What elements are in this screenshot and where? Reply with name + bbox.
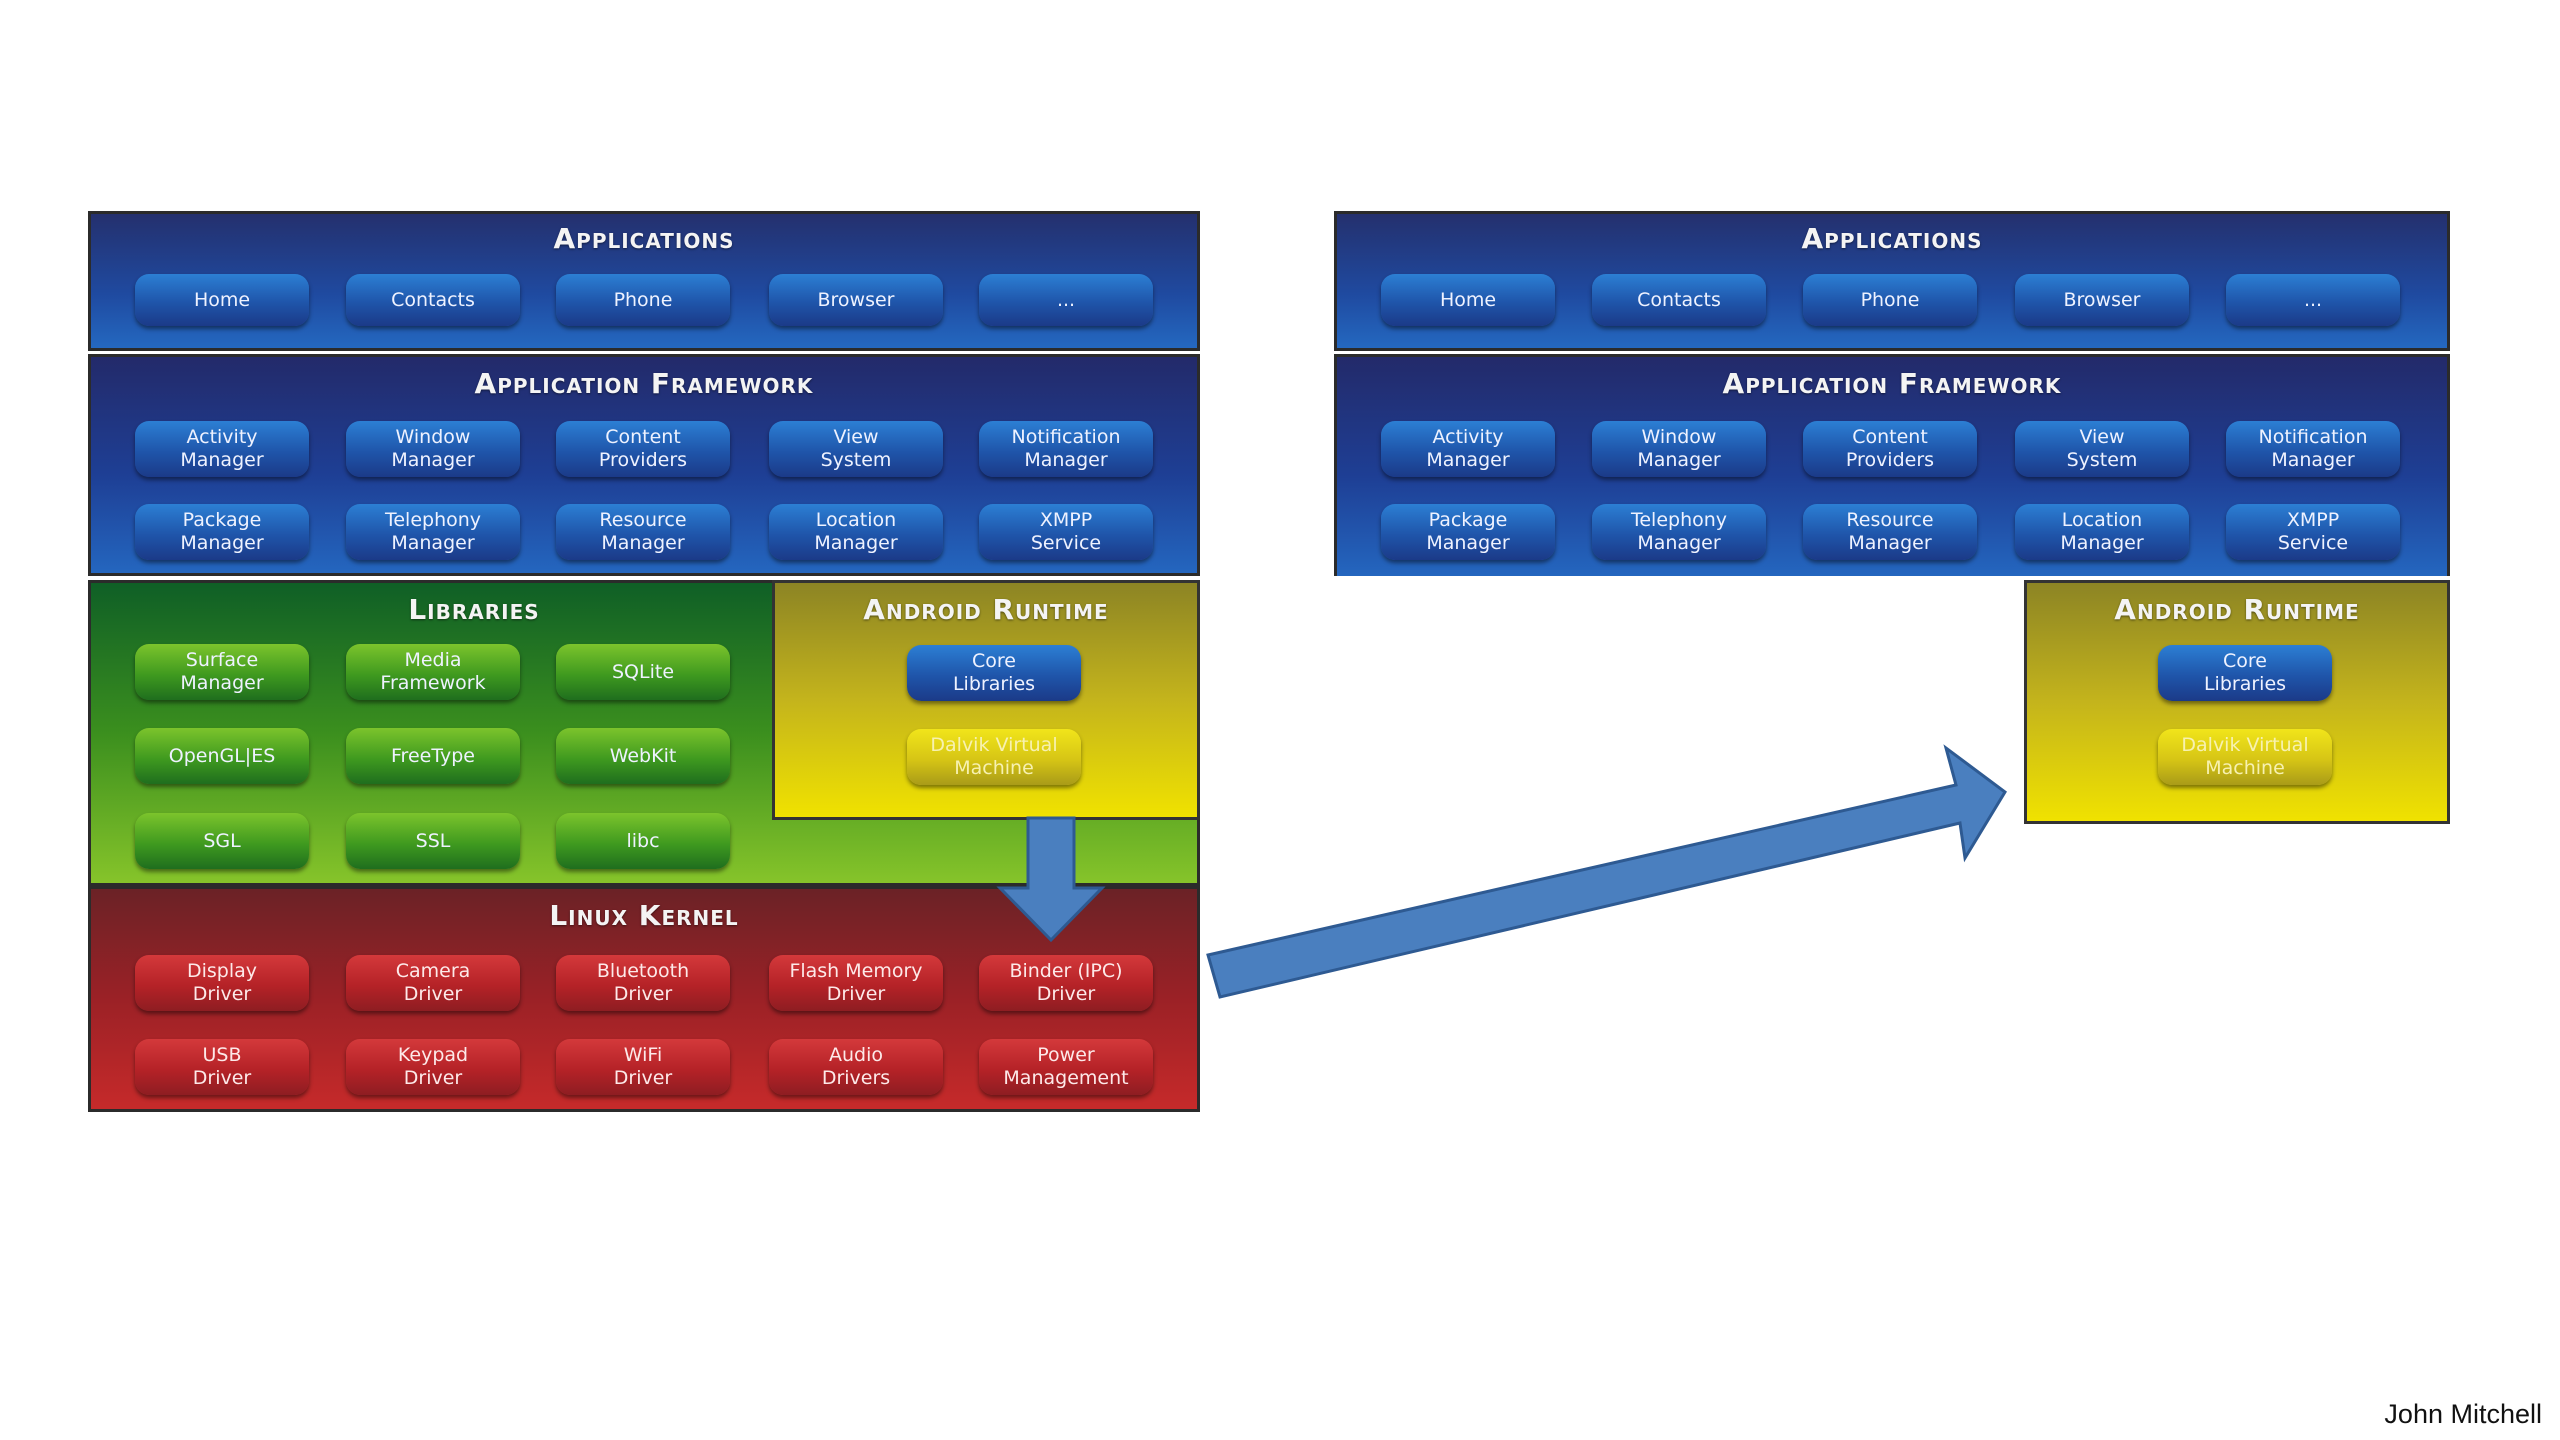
left-libraries-title: Libraries [408,593,540,626]
right-fw-content-providers[interactable]: Content Providers [1803,421,1977,477]
fw-xmpp-service[interactable]: XMPP Service [979,504,1153,560]
right-fw-notification-manager[interactable]: Notification Manager [2226,421,2400,477]
fw-notification-manager[interactable]: Notification Manager [979,421,1153,477]
right-fw-location-manager[interactable]: Location Manager [2015,504,2189,560]
kn-camera-driver[interactable]: Camera Driver [346,955,520,1011]
right-framework-layer: Application Framework Activity Manager W… [1334,354,2450,576]
lib-media-framework[interactable]: Media Framework [346,644,520,700]
left-kernel-layer: Linux Kernel Display Driver Camera Drive… [88,886,1200,1112]
lib-webkit[interactable]: WebKit [556,728,730,784]
right-app-contacts[interactable]: Contacts [1592,274,1766,326]
right-app-more[interactable]: ... [2226,274,2400,326]
app-phone[interactable]: Phone [556,274,730,326]
kn-flash-memory-driver[interactable]: Flash Memory Driver [769,955,943,1011]
right-applications-layer: Applications Home Contacts Phone Browser… [1334,211,2450,351]
left-framework-title: Application Framework [474,367,814,400]
lib-sqlite[interactable]: SQLite [556,644,730,700]
rt-core-libraries[interactable]: Core Libraries [907,645,1081,701]
fw-location-manager[interactable]: Location Manager [769,504,943,560]
app-browser[interactable]: Browser [769,274,943,326]
left-kernel-title: Linux Kernel [549,899,739,932]
author-name: John Mitchell [2384,1399,2542,1429]
app-contacts[interactable]: Contacts [346,274,520,326]
right-runtime-title: Android Runtime [2114,593,2360,626]
right-fw-resource-manager[interactable]: Resource Manager [1803,504,1977,560]
right-applications-title: Applications [1801,222,1983,255]
left-runtime-layer: Android Runtime Core Libraries Dalvik Vi… [772,580,1200,820]
right-fw-activity-manager[interactable]: Activity Manager [1381,421,1555,477]
app-more[interactable]: ... [979,274,1153,326]
left-runtime-title: Android Runtime [863,593,1109,626]
kn-audio-drivers[interactable]: Audio Drivers [769,1039,943,1095]
right-fw-window-manager[interactable]: Window Manager [1592,421,1766,477]
fw-window-manager[interactable]: Window Manager [346,421,520,477]
fw-package-manager[interactable]: Package Manager [135,504,309,560]
lib-ssl[interactable]: SSL [346,813,520,869]
right-app-home[interactable]: Home [1381,274,1555,326]
kn-bluetooth-driver[interactable]: Bluetooth Driver [556,955,730,1011]
app-home[interactable]: Home [135,274,309,326]
right-rt-dalvik-vm[interactable]: Dalvik Virtual Machine [2158,729,2332,785]
left-applications-title: Applications [553,222,735,255]
right-rt-core-libraries[interactable]: Core Libraries [2158,645,2332,701]
fw-view-system[interactable]: View System [769,421,943,477]
right-app-browser[interactable]: Browser [2015,274,2189,326]
left-applications-layer: Applications Home Contacts Phone Browser… [88,211,1200,351]
lib-surface-manager[interactable]: Surface Manager [135,644,309,700]
right-app-phone[interactable]: Phone [1803,274,1977,326]
right-fw-xmpp-service[interactable]: XMPP Service [2226,504,2400,560]
lib-sgl[interactable]: SGL [135,813,309,869]
kn-binder-ipc-driver[interactable]: Binder (IPC) Driver [979,955,1153,1011]
left-framework-layer: Application Framework Activity Manager W… [88,354,1200,576]
right-runtime-layer: Android Runtime Core Libraries Dalvik Vi… [2024,580,2450,824]
fw-activity-manager[interactable]: Activity Manager [135,421,309,477]
fw-resource-manager[interactable]: Resource Manager [556,504,730,560]
diagonal-arrow [1206,744,2007,999]
kn-keypad-driver[interactable]: Keypad Driver [346,1039,520,1095]
lib-freetype[interactable]: FreeType [346,728,520,784]
fw-content-providers[interactable]: Content Providers [556,421,730,477]
kn-power-management[interactable]: Power Management [979,1039,1153,1095]
right-fw-view-system[interactable]: View System [2015,421,2189,477]
kn-usb-driver[interactable]: USB Driver [135,1039,309,1095]
right-framework-title: Application Framework [1722,367,2062,400]
rt-dalvik-vm[interactable]: Dalvik Virtual Machine [907,729,1081,785]
right-fw-telephony-manager[interactable]: Telephony Manager [1592,504,1766,560]
fw-telephony-manager[interactable]: Telephony Manager [346,504,520,560]
kn-display-driver[interactable]: Display Driver [135,955,309,1011]
right-fw-package-manager[interactable]: Package Manager [1381,504,1555,560]
lib-opengl-es[interactable]: OpenGL|ES [135,728,309,784]
kn-wifi-driver[interactable]: WiFi Driver [556,1039,730,1095]
lib-libc[interactable]: libc [556,813,730,869]
